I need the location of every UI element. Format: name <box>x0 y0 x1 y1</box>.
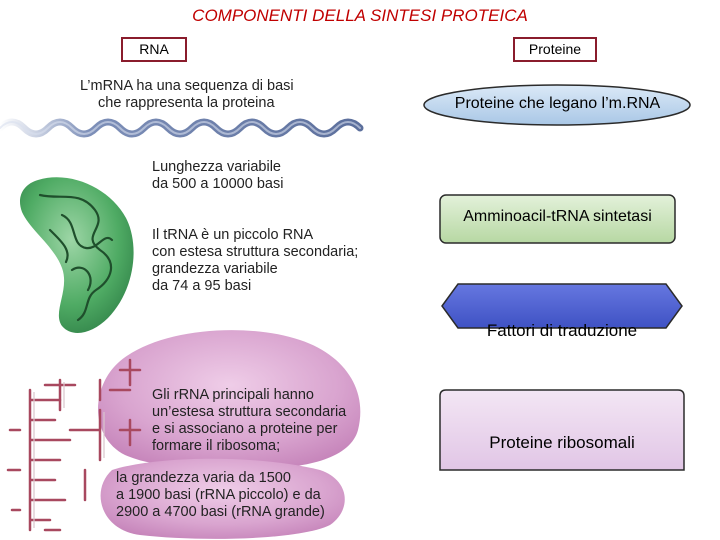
mrna-binding-proteins-label: Proteine che legano l’m.RNA <box>454 95 661 112</box>
mrna-line-1: L’mRNA ha una sequenza di basi <box>80 78 294 94</box>
page-title: COMPONENTI DELLA SINTESI PROTEICA <box>192 6 528 25</box>
rrna-small-blob <box>100 458 345 539</box>
rrna-large-blob <box>98 330 361 469</box>
synthetase-label: Amminoacil-tRNA sintetasi <box>463 208 652 225</box>
mrna-binding-proteins-ellipse <box>423 84 691 126</box>
trna-description: Il tRNA è un piccolo RNA con estesa stru… <box>152 227 358 295</box>
trna-blob <box>19 177 134 333</box>
trna-line-1: Il tRNA è un piccolo RNA <box>152 227 314 243</box>
synthetase-box <box>439 194 676 244</box>
length-line-2: da 500 a 10000 basi <box>152 176 284 192</box>
rrna-line-3: e si associano a proteine per <box>152 421 338 437</box>
translation-factors-label: Fattori di traduzione <box>486 321 638 340</box>
trna-line-3: grandezza variabile <box>152 261 278 277</box>
rna-header-box: RNA <box>121 37 187 62</box>
rrna-size-line-1: la grandezza varia da 1500 <box>116 470 291 486</box>
ribosomal-proteins-label: Proteine ribosomali <box>489 433 635 452</box>
proteins-header-box: Proteine <box>513 37 597 62</box>
rrna-line-2: un’estesa struttura secondaria <box>152 404 347 420</box>
trna-line-4: da 74 a 95 basi <box>152 278 252 294</box>
length-description: Lunghezza variabile da 500 a 10000 basi <box>152 159 283 193</box>
rrna-size-description: la grandezza varia da 1500 a 1900 basi (… <box>116 470 325 521</box>
mrna-description: L’mRNA ha una sequenza di basi che rappr… <box>80 78 294 112</box>
length-line-1: Lunghezza variabile <box>152 159 281 175</box>
trna-line-2: con estesa struttura secondaria; <box>152 244 359 260</box>
rrna-size-line-2: a 1900 basi (rRNA piccolo) e da <box>116 487 321 503</box>
rna-illustration <box>0 118 364 539</box>
ribosomal-proteins-box <box>439 389 685 471</box>
rrna-line-4: formare il ribosoma; <box>152 438 281 454</box>
rrna-structure <box>6 358 142 532</box>
rrna-description: Gli rRNA principali hanno un’estesa stru… <box>152 387 346 455</box>
rrna-line-1: Gli rRNA principali hanno <box>152 387 314 403</box>
protein-shapes <box>423 84 691 471</box>
rrna-size-line-3: 2900 a 4700 basi (rRNA grande) <box>116 504 325 520</box>
mrna-line-2: che rappresenta la proteina <box>98 95 275 111</box>
translation-factors-hexagon <box>441 283 683 329</box>
